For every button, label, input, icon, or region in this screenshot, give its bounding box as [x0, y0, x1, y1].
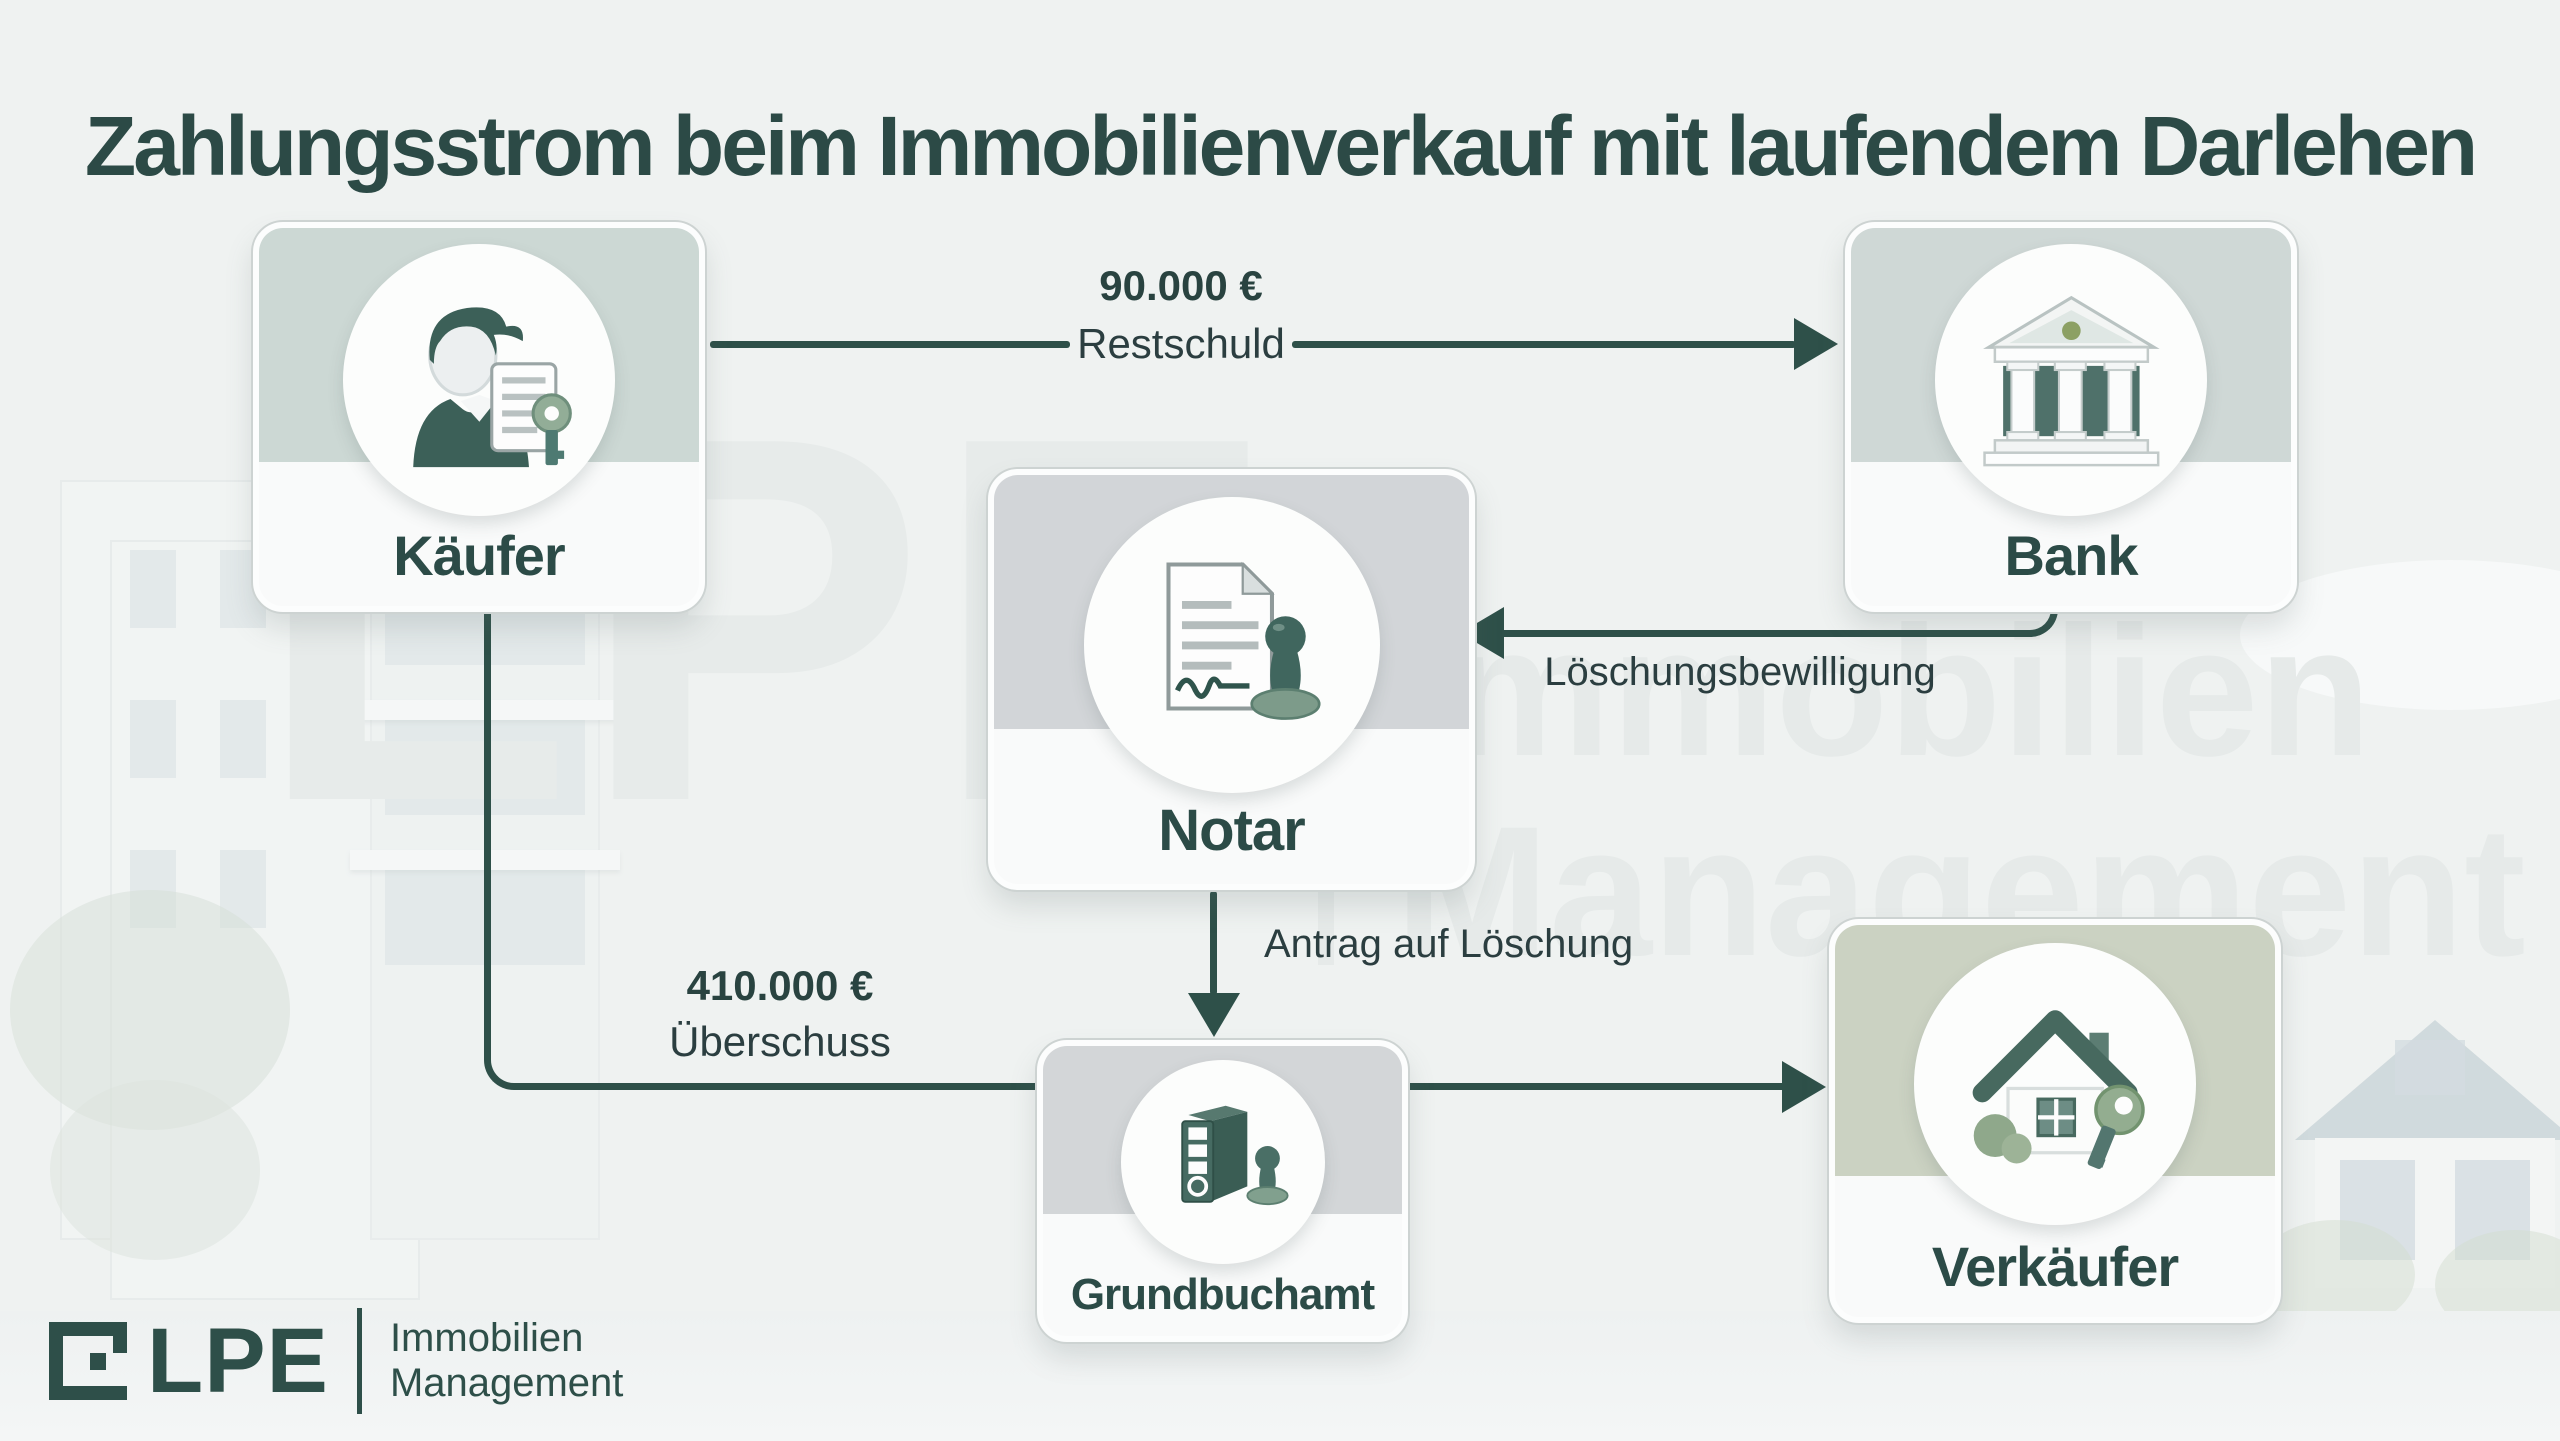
- background-tree: [50, 1080, 260, 1260]
- logo-mark-inner-square: [89, 1353, 106, 1370]
- bank-icon: [1935, 244, 2207, 516]
- notar-icon: [1083, 497, 1380, 793]
- node-kaeufer-label: Käufer: [393, 524, 565, 587]
- page-title: Zahlungsstrom beim Immobilienverkauf mit…: [84, 99, 2478, 194]
- background-window: [2455, 1160, 2530, 1260]
- logo-tagline: Immobilien Management: [390, 1316, 623, 1406]
- logo-brand-text: LPE: [147, 1310, 329, 1412]
- background-tree: [10, 890, 290, 1130]
- logo-tagline-line1: Immobilien: [389, 1316, 584, 1361]
- flow-ueberschuss-arrowhead-icon: [1782, 1061, 1826, 1113]
- seller-house-key-icon: [1972, 1010, 2145, 1169]
- flow-restschuld-amount: 90.000 €: [1099, 262, 1263, 309]
- flow-loeschungsbewilligung-label: Löschungsbewilligung: [1544, 650, 1936, 694]
- background-window: [110, 540, 420, 1300]
- flow-antrag-arrowhead-icon: [1188, 993, 1240, 1037]
- node-bank: Bank: [1845, 222, 2297, 612]
- bank-building-icon: [1982, 295, 2160, 466]
- land-registry-binder-stamp-icon: [1181, 1106, 1289, 1206]
- flow-restschuld-label: Restschuld: [1077, 320, 1285, 367]
- flow-ueberschuss-amount: 410.000 €: [686, 962, 874, 1009]
- background-window: [220, 850, 266, 928]
- node-kaeufer: Käufer: [253, 222, 705, 612]
- buyer-icon: [343, 244, 615, 516]
- flow-restschuld-line-left: [710, 341, 1070, 348]
- logo-mark-top-bar: [49, 1322, 127, 1337]
- flow-antrag-label: Antrag auf Löschung: [1264, 922, 1634, 966]
- node-verkaeufer-label: Verkäufer: [1931, 1235, 2179, 1298]
- node-bank-label: Bank: [2004, 524, 2139, 587]
- grundbuchamt-icon: [1120, 1060, 1325, 1264]
- verkaeufer-icon: [1914, 943, 2196, 1225]
- company-logo: LPE Immobilien Management: [49, 1308, 623, 1414]
- node-notar-label: Notar: [1158, 798, 1305, 863]
- notary-document-stamp-icon: [1166, 561, 1321, 720]
- background-window: [130, 850, 176, 928]
- logo-tagline-line2: Management: [389, 1361, 624, 1405]
- flow-restschuld-arrowhead-icon: [1794, 318, 1838, 370]
- background-window: [2340, 1160, 2415, 1260]
- background-window: [220, 700, 266, 778]
- logo-mark-left-bar: [49, 1322, 64, 1400]
- logo-mark-right-stub: [112, 1322, 127, 1354]
- lpe-logo-mark-icon: [49, 1322, 127, 1400]
- background-house-illustration: [2255, 1020, 2560, 1350]
- flow-antrag-line: [1210, 891, 1217, 995]
- node-notar: Notar: [988, 469, 1475, 890]
- node-verkaeufer: Verkäufer: [1829, 919, 2281, 1323]
- node-grundbuchamt-label: Grundbuchamt: [1070, 1270, 1375, 1319]
- background-window: [130, 550, 176, 628]
- logo-mark-bottom-bar: [49, 1385, 127, 1400]
- background-window: [2395, 1040, 2465, 1095]
- logo-divider: [356, 1308, 362, 1414]
- buyer-person-document-key-icon: [412, 307, 572, 467]
- node-grundbuchamt: Grundbuchamt: [1037, 1040, 1408, 1342]
- flow-restschuld-line-right: [1292, 341, 1796, 348]
- flow-ueberschuss-label: Überschuss: [669, 1018, 891, 1065]
- background-window: [130, 700, 176, 778]
